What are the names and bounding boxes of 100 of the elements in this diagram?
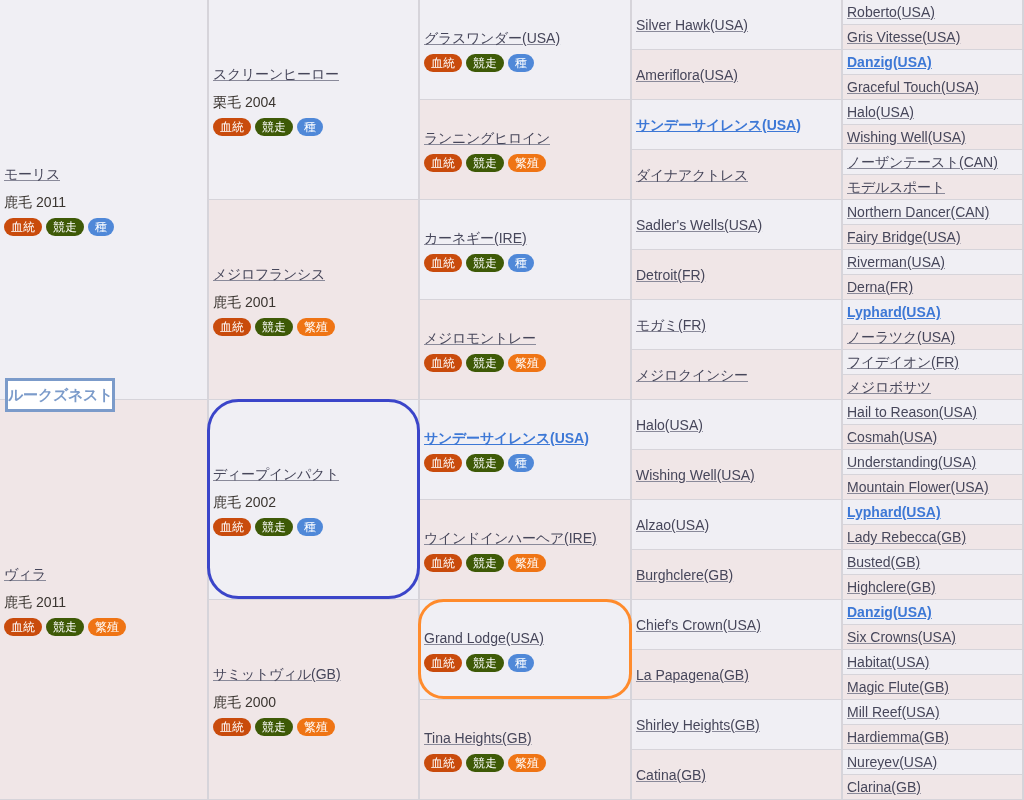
pedigree-cell <box>843 625 1024 650</box>
pedigree-cell <box>843 400 1024 425</box>
pedigree-cell <box>632 150 843 200</box>
pedigree-cell <box>632 300 843 350</box>
horse-name-link: Highclere(GB) <box>847 578 936 597</box>
pedigree-cell <box>843 300 1024 325</box>
pedigree-cell <box>632 700 843 750</box>
horse-name-link: Chief's Crown(USA) <box>636 615 761 635</box>
horse-name-link: Northern Dancer(CAN) <box>847 203 990 222</box>
category-tag: 血統 <box>213 317 251 336</box>
pedigree-cell <box>420 400 632 500</box>
pedigree-cell <box>843 325 1024 350</box>
pedigree-cell <box>843 700 1024 725</box>
horse-name-link: Mountain Flower(USA) <box>847 478 989 497</box>
category-tag: 血統 <box>4 617 42 636</box>
horse-name-link: Roberto(USA) <box>847 3 935 22</box>
category-tag: 血統 <box>213 717 251 736</box>
pedigree-cell <box>632 550 843 600</box>
pedigree-cell <box>632 350 843 400</box>
category-tag: 血統 <box>424 553 462 572</box>
pedigree-cell <box>632 200 843 250</box>
pedigree-cell <box>843 350 1024 375</box>
horse-name-link: Magic Flute(GB) <box>847 678 949 697</box>
horse-name-link: Burghclere(GB) <box>636 565 734 585</box>
category-tag: 繁殖 <box>508 553 546 572</box>
pedigree-cell <box>632 450 843 500</box>
horse-name-link: ノーラツク(USA) <box>847 328 956 347</box>
category-tag: 競走 <box>46 217 84 236</box>
pedigree-cell <box>843 375 1024 400</box>
category-tag: 繁殖 <box>508 753 546 772</box>
category-tag: 種 <box>508 653 534 672</box>
horse-name-link: カーネギー(IRE) <box>424 228 527 248</box>
horse-name-link: Hail to Reason(USA) <box>847 403 977 422</box>
category-tag: 血統 <box>213 117 251 136</box>
horse-name-link: Busted(GB) <box>847 553 921 572</box>
horse-name-link: La Papagena(GB) <box>636 665 749 685</box>
category-tag: 繁殖 <box>508 153 546 172</box>
pedigree-cell <box>632 100 843 150</box>
pedigree-cell <box>843 100 1024 125</box>
category-tag: 種 <box>508 453 534 472</box>
category-tag: 繁殖 <box>297 717 335 736</box>
pedigree-cell <box>632 400 843 450</box>
pedigree-cell <box>843 75 1024 100</box>
horse-name-link: ウインドインハーヘア(IRE) <box>424 528 597 548</box>
horse-name-link: メジロモントレー <box>424 328 536 348</box>
horse-name-link: Catina(GB) <box>636 765 707 785</box>
pedigree-cell <box>420 700 632 800</box>
horse-name-link: Halo(USA) <box>847 103 914 122</box>
coat-year-text: 鹿毛 2011 <box>4 192 66 212</box>
category-tag: 種 <box>508 53 534 72</box>
horse-name-link: Grand Lodge(USA) <box>424 628 544 648</box>
pedigree-cell <box>843 650 1024 675</box>
category-tag: 血統 <box>213 517 251 536</box>
horse-name-link: Mill Reef(USA) <box>847 703 940 722</box>
category-tag: 血統 <box>424 53 462 72</box>
category-tag: 競走 <box>46 617 84 636</box>
horse-name-link: サミットヴィル(GB) <box>213 664 341 684</box>
horse-name-link: ノーザンテースト(CAN) <box>847 153 998 172</box>
pedigree-cell <box>843 50 1024 75</box>
pedigree-cell <box>843 550 1024 575</box>
horse-name-link: Alzao(USA) <box>636 515 710 535</box>
pedigree-cell <box>843 25 1024 50</box>
category-tag: 種 <box>297 517 323 536</box>
horse-name-link: Lyphard(USA) <box>847 503 941 522</box>
category-tag: 血統 <box>424 653 462 672</box>
category-tag: 血統 <box>424 753 462 772</box>
horse-name-link: Nureyev(USA) <box>847 753 938 772</box>
pedigree-cell <box>843 725 1024 750</box>
horse-name-link: Six Crowns(USA) <box>847 628 956 647</box>
horse-name-link: Hardiemma(GB) <box>847 728 949 747</box>
horse-name-link: Shirley Heights(GB) <box>636 715 760 735</box>
horse-name-link: Derna(FR) <box>847 278 914 297</box>
category-tag: 競走 <box>466 53 504 72</box>
category-tag: 競走 <box>466 553 504 572</box>
category-tag: 競走 <box>255 717 293 736</box>
horse-name-link: Lyphard(USA) <box>847 303 941 322</box>
pedigree-cell <box>420 100 632 200</box>
horse-name-link: ダイナアクトレス <box>636 165 748 185</box>
coat-year-text: 鹿毛 2011 <box>4 592 66 612</box>
horse-name-link: Clarina(GB) <box>847 778 921 797</box>
pedigree-cell <box>843 600 1024 625</box>
pedigree-cell <box>843 525 1024 550</box>
category-tag: 種 <box>297 117 323 136</box>
pedigree-cell <box>632 600 843 650</box>
horse-name-link: Halo(USA) <box>636 415 703 435</box>
horse-name-link: ディープインパクト <box>213 464 339 484</box>
pedigree-cell <box>420 0 632 100</box>
category-tag: 血統 <box>424 253 462 272</box>
coat-year-text: 鹿毛 2001 <box>213 292 277 312</box>
horse-name-link: Detroit(FR) <box>636 265 706 285</box>
horse-name-link: Danzig(USA) <box>847 53 932 72</box>
category-tag: 競走 <box>466 153 504 172</box>
coat-year-text: 鹿毛 2002 <box>213 492 277 512</box>
pedigree-cell <box>843 275 1024 300</box>
pedigree-cell <box>209 600 420 800</box>
horse-name-link: モガミ(FR) <box>636 315 706 335</box>
category-tag: 繁殖 <box>508 353 546 372</box>
horse-name-link: Lady Rebecca(GB) <box>847 528 967 547</box>
horse-name-link: ヴィラ <box>4 564 46 584</box>
category-tag: 血統 <box>424 353 462 372</box>
